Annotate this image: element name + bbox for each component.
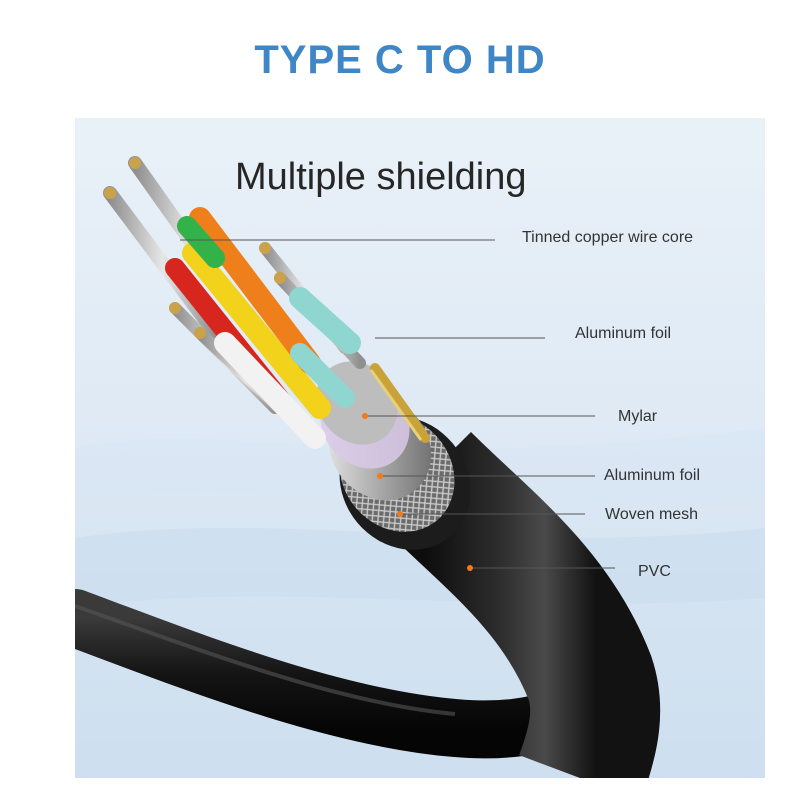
callout-pvc: PVC bbox=[638, 563, 671, 580]
cable-illustration-panel: Multiple shielding Tinned copper wire co… bbox=[75, 118, 765, 778]
cable-illustration bbox=[75, 156, 765, 778]
headline: Multiple shielding bbox=[235, 156, 527, 198]
callout-mylar: Mylar bbox=[618, 408, 658, 425]
callout-aluminum-foil-inner: Aluminum foil bbox=[575, 325, 672, 342]
callout-woven-mesh: Woven mesh bbox=[605, 506, 699, 523]
callout-tinned-copper-wire-core: Tinned copper wire core bbox=[522, 229, 694, 246]
callout-aluminum-foil-outer: Aluminum foil bbox=[604, 467, 701, 484]
product-title: TYPE C TO HD bbox=[254, 38, 546, 82]
